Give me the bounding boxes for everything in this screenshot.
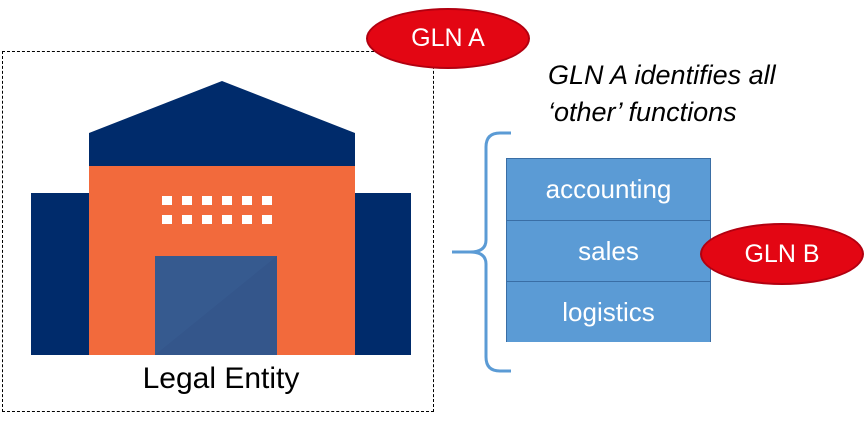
function-logistics: logistics (507, 281, 710, 342)
annotation-line-1: GLN A identifies all (548, 60, 776, 90)
gln-a-annotation: GLN A identifies all ‘other’ functions (548, 57, 848, 131)
legal-entity-boundary (2, 51, 434, 412)
gln-a-oval: GLN A (366, 8, 530, 69)
function-sales: sales (507, 220, 710, 281)
annotation-line-2: ‘other’ functions (548, 97, 737, 127)
building-roof (89, 81, 355, 166)
legal-entity-label: Legal Entity (142, 362, 300, 395)
building-windows (162, 196, 272, 224)
gln-b-oval: GLN B (700, 223, 864, 285)
building-door (155, 256, 277, 355)
function-stack: accounting sales logistics (506, 158, 711, 342)
function-accounting: accounting (507, 159, 710, 220)
